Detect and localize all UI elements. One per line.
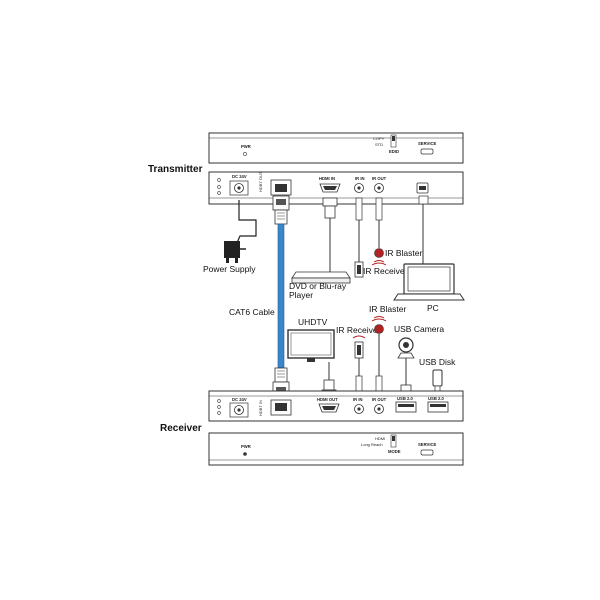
ir-blaster-top-icon	[374, 248, 384, 258]
dvd-label: DVD or Blu-ray	[289, 281, 347, 291]
tx-copy-label: COPY	[373, 136, 385, 141]
cat6-label: CAT6 Cable	[229, 307, 275, 317]
tx-ir-in-label: IR IN	[355, 176, 365, 181]
tx-ir-out-label: IR OUT	[372, 176, 387, 181]
ir-blaster-bottom-label: IR Blaster	[369, 304, 406, 314]
tx-pwr-label: PWR	[241, 144, 251, 149]
tx-service-label: SERVICE	[418, 141, 437, 146]
transmitter-label: Transmitter	[148, 164, 203, 175]
dvd-label-line2: Player	[289, 290, 313, 300]
tx-std-label: STD	[375, 142, 383, 147]
power-supply-icon	[224, 200, 257, 263]
rx-hdbt-in-label: HDBT IN	[258, 400, 263, 416]
rx-ir-out-label: IR OUT	[372, 397, 387, 402]
dvd-player-icon	[291, 271, 351, 284]
transmitter-front-panel: PWR COPY STD EDID SERVICE	[208, 132, 464, 164]
ir-receiver-bottom-label: IR Receiver	[336, 325, 381, 335]
rx-service-label: SERVICE	[418, 442, 437, 447]
rx-dc-label: DC 24V	[232, 397, 247, 402]
tx-power-led-icon	[243, 152, 247, 156]
tx-hdmi-cable	[322, 197, 338, 272]
rx-usb1-label: USB 2.0	[397, 396, 413, 401]
rx-ground-icon	[217, 399, 221, 415]
rx-long-reach-label: Long Reach	[361, 442, 383, 447]
tx-hdbt-out-label: HDBT OUT	[258, 171, 263, 192]
uhdtv-icon	[287, 329, 335, 362]
rx-hdmi-out-label: HDMI OUT	[317, 397, 338, 402]
usb-camera-label: USB Camera	[394, 324, 444, 334]
tx-edid-label: EDID	[389, 149, 399, 154]
receiver-front-panel: PWR HDMI Long Reach MODE SERVICE	[208, 432, 464, 466]
cat6-cable	[272, 195, 290, 397]
tx-ir-blaster-cable	[371, 197, 387, 266]
tx-ir-receiver-cable	[354, 197, 364, 278]
usb-camera-icon	[397, 337, 415, 396]
power-supply-label: Power Supply	[203, 264, 256, 274]
rx-ir-receiver-cable	[352, 335, 366, 397]
ir-receiver-top-label: IR Receiver	[363, 266, 408, 276]
rx-service-port[interactable]	[420, 449, 434, 456]
rx-ir-in-label: IR IN	[353, 397, 363, 402]
rx-pwr-label: PWR	[241, 444, 251, 449]
receiver-rear-panel: DC 24V HDBT IN HDMI OUT IR IN IR OUT USB…	[208, 390, 464, 422]
usb-disk-label: USB Disk	[419, 357, 456, 367]
rx-mode-label: MODE	[388, 449, 401, 454]
tx-hdmi-in-label: HDMI IN	[319, 176, 335, 181]
pc-laptop-icon	[393, 195, 465, 301]
rx-hdmi-mode-label: HDMI	[375, 436, 385, 441]
ir-blaster-bottom-icon	[374, 324, 384, 334]
uhdtv-label: UHDTV	[298, 317, 328, 327]
rx-power-led-icon	[243, 452, 247, 456]
tx-ground-icon	[217, 178, 221, 195]
rx-usb2-label: USB 2.0	[428, 396, 444, 401]
rx-ir-blaster-cable	[371, 316, 387, 397]
usb-disk-icon	[432, 369, 443, 394]
tx-dc-label: DC 24V	[232, 174, 247, 179]
pc-label: PC	[427, 303, 439, 313]
receiver-label: Receiver	[160, 423, 202, 434]
ir-blaster-top-label: IR Blaster	[385, 248, 422, 258]
tx-service-port[interactable]	[420, 148, 434, 155]
